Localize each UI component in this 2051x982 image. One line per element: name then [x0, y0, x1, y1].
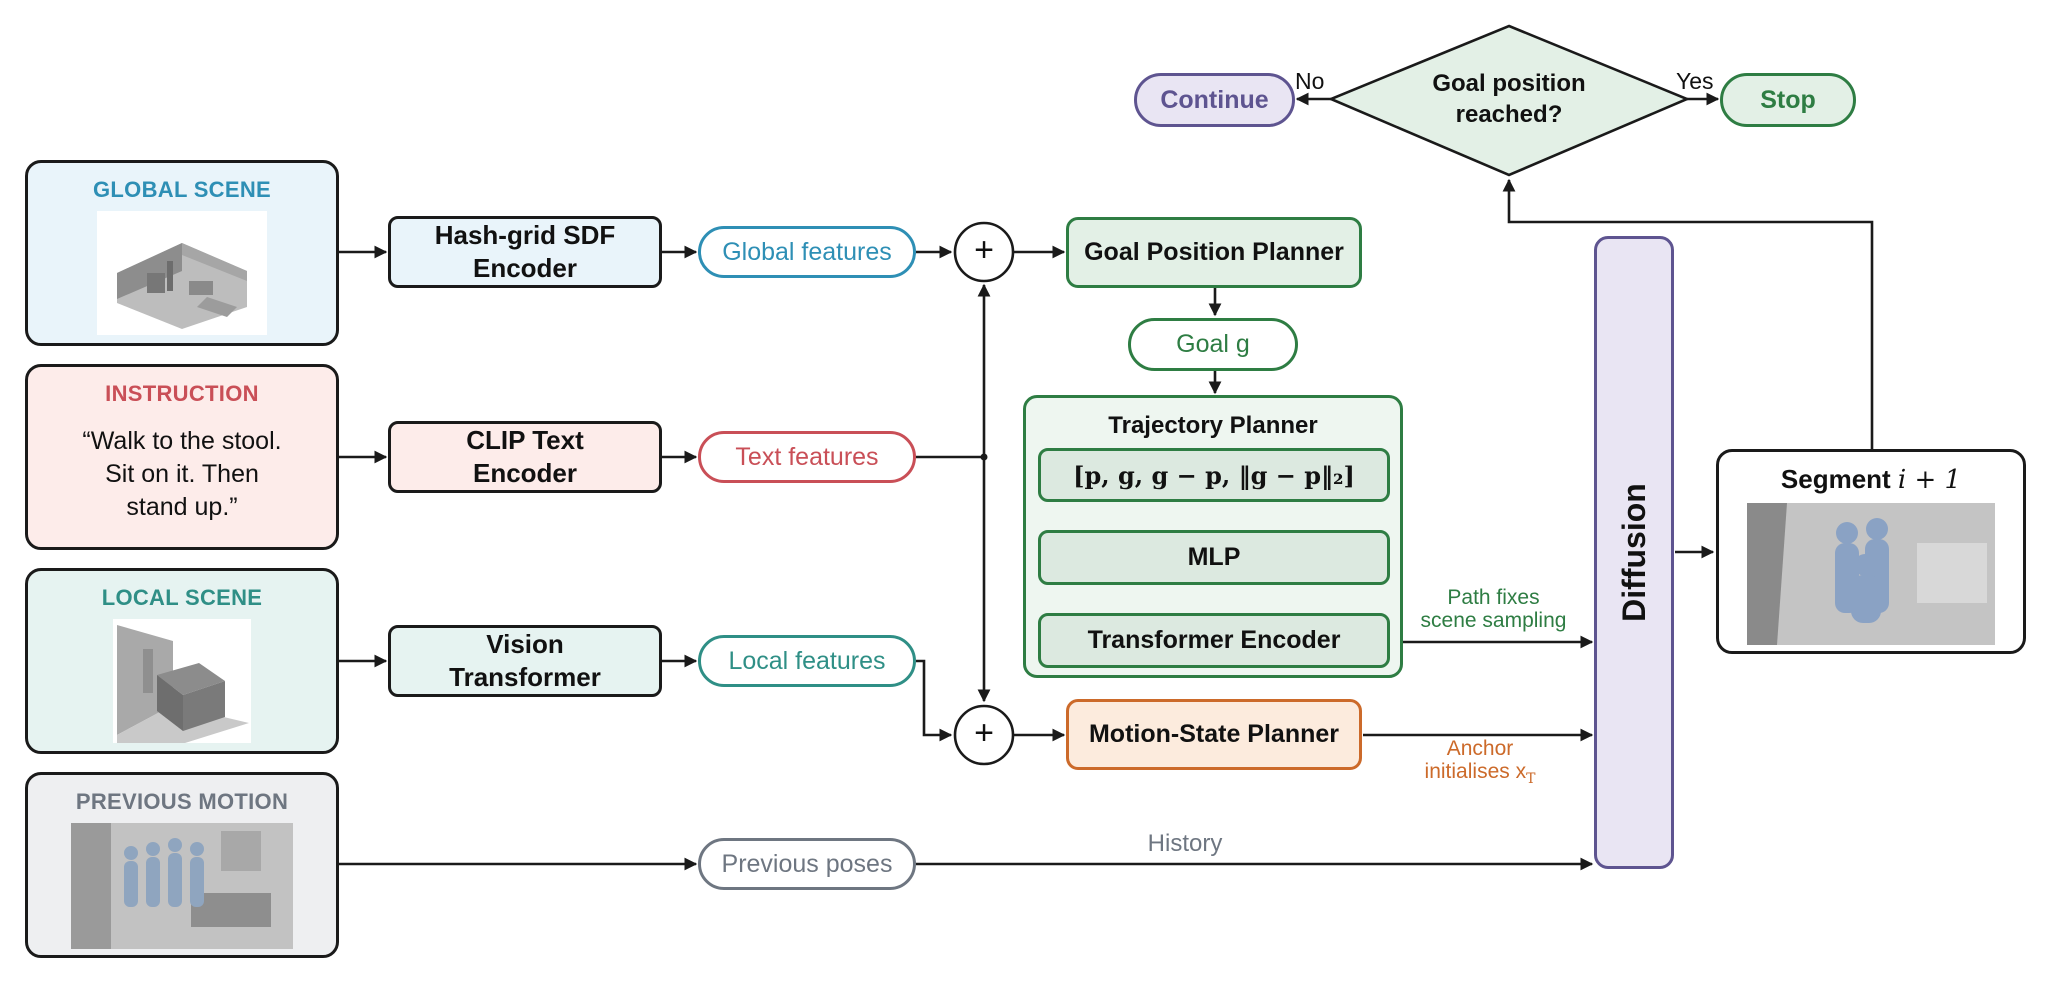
previous-motion-title: PREVIOUS MOTION	[75, 789, 289, 814]
instruction-title: INSTRUCTION	[105, 381, 259, 406]
instruction-text: “Walk to the stool. Sit on it. Then stan…	[82, 425, 281, 524]
stop-pill: Stop	[1720, 73, 1856, 127]
global-scene-title: GLOBAL SCENE	[93, 177, 271, 202]
decision-yes-label: Yes	[1676, 68, 1714, 94]
sdf-encoder: Hash-grid SDF Encoder	[388, 216, 662, 288]
text-features-pill: Text features	[698, 431, 916, 483]
motion-state-planner: Motion-State Planner	[1066, 699, 1362, 770]
path-annotation-line-1: Path fixes	[1447, 586, 1540, 609]
goal-position-planner: Goal Position Planner	[1066, 217, 1362, 288]
segment-output-panel: Segment i + 1	[1716, 449, 2026, 654]
transformer-encoder-block: Transformer Encoder	[1038, 613, 1390, 668]
clip-text-encoder: CLIP Text Encoder	[388, 421, 662, 493]
upper-sum-node	[953, 221, 1015, 283]
previous-motion-panel: PREVIOUS MOTION	[25, 772, 339, 958]
trajectory-input-vector: [p, g, g − p, ‖g − p‖₂]	[1038, 448, 1390, 502]
lower-sum-glyph: +	[974, 714, 994, 752]
anchor-annotation: Anchor initialises xT	[1400, 737, 1560, 791]
vision-transformer: Vision Transformer	[388, 625, 662, 697]
clip-encoder-line-2: Encoder	[472, 458, 578, 488]
global-scene-panel: GLOBAL SCENE	[25, 160, 339, 346]
decision-no-label: No	[1295, 68, 1325, 94]
local-features-pill: Local features	[698, 635, 916, 687]
segment-title: Segment i + 1	[1781, 464, 1961, 495]
local-scene-render	[113, 619, 251, 743]
arrow-local-features-to-lower-sum	[916, 659, 953, 742]
goal-output-label: Goal g	[1176, 330, 1250, 358]
previous-poses-pill: Previous poses	[698, 838, 916, 890]
diffusion-label: Diffusion	[1615, 483, 1652, 622]
local-scene-panel: LOCAL SCENE	[25, 568, 339, 754]
decision-line-2: reached?	[1455, 101, 1563, 128]
decision-line-1: Goal position	[1432, 70, 1586, 97]
anchor-annotation-text: initialises x	[1424, 760, 1527, 783]
anchor-annotation-line-2: initialises xT	[1400, 760, 1560, 791]
clip-encoder-line-1: CLIP Text	[466, 425, 584, 455]
segment-render	[1747, 503, 1995, 645]
segment-title-math: i + 1	[1897, 465, 1962, 495]
arrow-segment-to-decision	[1502, 178, 1874, 449]
anchor-annotation-subscript: T	[1526, 771, 1536, 788]
instruction-line-3: stand up.”	[126, 493, 238, 521]
global-features-pill: Global features	[698, 226, 916, 278]
continue-pill: Continue	[1134, 73, 1295, 127]
instruction-line-1: “Walk to the stool.	[82, 427, 282, 455]
upper-sum-glyph: +	[974, 231, 994, 269]
anchor-annotation-line-1: Anchor	[1446, 737, 1514, 760]
decision-question: Goal position reached?	[1390, 68, 1628, 130]
mlp-block: MLP	[1038, 530, 1390, 585]
instruction-panel: INSTRUCTION “Walk to the stool. Sit on i…	[25, 364, 339, 550]
path-annotation: Path fixes scene sampling	[1406, 586, 1581, 632]
goal-output-pill: Goal g	[1128, 318, 1298, 371]
vit-line-2: Transformer	[449, 662, 601, 692]
sdf-encoder-line-2: Encoder	[472, 253, 578, 283]
history-annotation: History	[1147, 830, 1223, 857]
previous-motion-render	[71, 823, 293, 949]
vit-line-1: Vision	[486, 629, 564, 659]
trajectory-planner-title: Trajectory Planner	[1108, 412, 1318, 439]
local-scene-title: LOCAL SCENE	[101, 585, 263, 610]
lower-sum-node	[953, 704, 1015, 766]
sdf-encoder-line-1: Hash-grid SDF	[434, 220, 616, 250]
segment-title-prefix: Segment	[1780, 464, 1898, 494]
branch-dot	[980, 453, 988, 461]
decision-diamond	[1327, 24, 1691, 177]
diffusion-block: Diffusion	[1594, 236, 1674, 869]
instruction-line-2: Sit on it. Then	[105, 460, 259, 488]
global-scene-render	[97, 211, 267, 335]
path-annotation-line-2: scene sampling	[1420, 609, 1567, 632]
